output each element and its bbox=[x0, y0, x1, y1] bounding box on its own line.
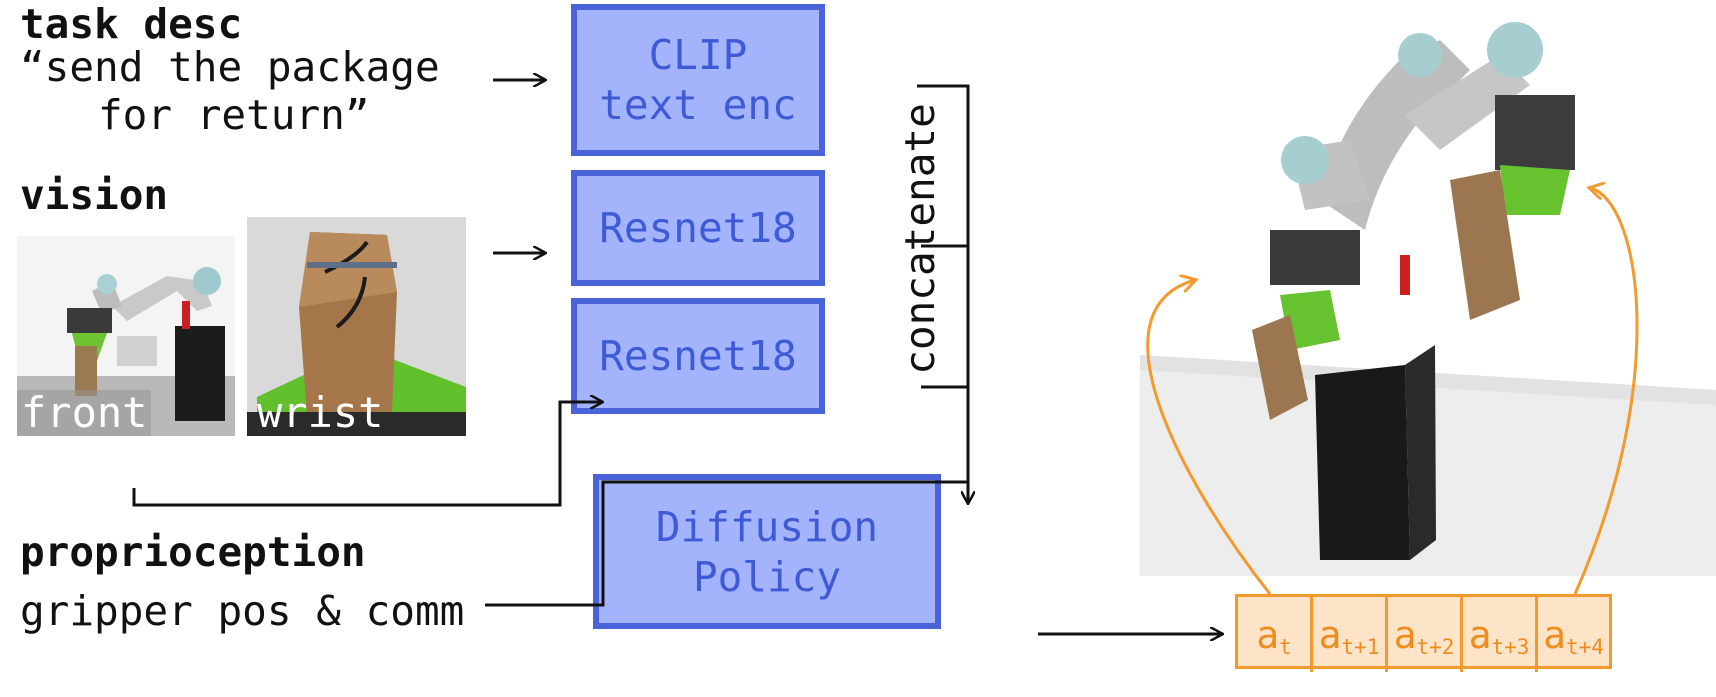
resnet18-box-bottom: Resnet18 bbox=[571, 298, 825, 414]
front-to-resnet-arrow bbox=[132, 402, 602, 507]
wrist-camera-drawing bbox=[247, 217, 466, 436]
proprioception-line: gripper pos & comm bbox=[20, 587, 465, 635]
action-subscript: t+2 bbox=[1416, 634, 1455, 659]
proprio-to-concat-line bbox=[485, 480, 968, 607]
robot-scene-drawing bbox=[1140, 22, 1716, 576]
robot-scene-image bbox=[1140, 0, 1716, 576]
task-desc-line1: “send the package bbox=[20, 43, 440, 91]
action-subscript: t bbox=[1279, 634, 1292, 659]
policy-line2: Policy bbox=[692, 552, 842, 601]
vision-heading: vision bbox=[20, 171, 169, 219]
task-desc-line2: for return” bbox=[98, 91, 370, 139]
policy-line1: Diffusion bbox=[655, 502, 879, 551]
clip-line2: text enc bbox=[599, 81, 797, 129]
wrist-camera-label: wrist bbox=[257, 388, 384, 436]
front-camera-image: front bbox=[17, 236, 235, 436]
action-base: a bbox=[1256, 612, 1280, 657]
resnet-top-label: Resnet18 bbox=[599, 204, 797, 252]
front-camera-label: front bbox=[17, 390, 152, 436]
proprioception-heading: proprioception bbox=[20, 528, 366, 576]
resnet-bottom-label: Resnet18 bbox=[599, 332, 797, 380]
action-arrow-left bbox=[1146, 280, 1272, 595]
resnet18-box-top: Resnet18 bbox=[571, 170, 825, 286]
action-subscript: t+3 bbox=[1491, 634, 1530, 659]
concat-bracket-line bbox=[917, 84, 970, 498]
action-arrow-right bbox=[1573, 188, 1639, 595]
clip-line1: CLIP bbox=[648, 31, 748, 79]
wrist-camera-image: wrist bbox=[247, 217, 466, 436]
action-subscript: t+1 bbox=[1341, 634, 1380, 659]
action-base: a bbox=[1393, 612, 1417, 657]
action-subscript: t+4 bbox=[1565, 634, 1604, 659]
action-base: a bbox=[1543, 612, 1566, 657]
clip-text-encoder-box: CLIP text enc bbox=[571, 4, 825, 156]
action-base: a bbox=[1318, 612, 1342, 657]
task-desc-heading: task desc bbox=[20, 0, 243, 48]
action-base: a bbox=[1468, 612, 1492, 657]
diffusion-policy-box: Diffusion Policy bbox=[593, 474, 941, 629]
